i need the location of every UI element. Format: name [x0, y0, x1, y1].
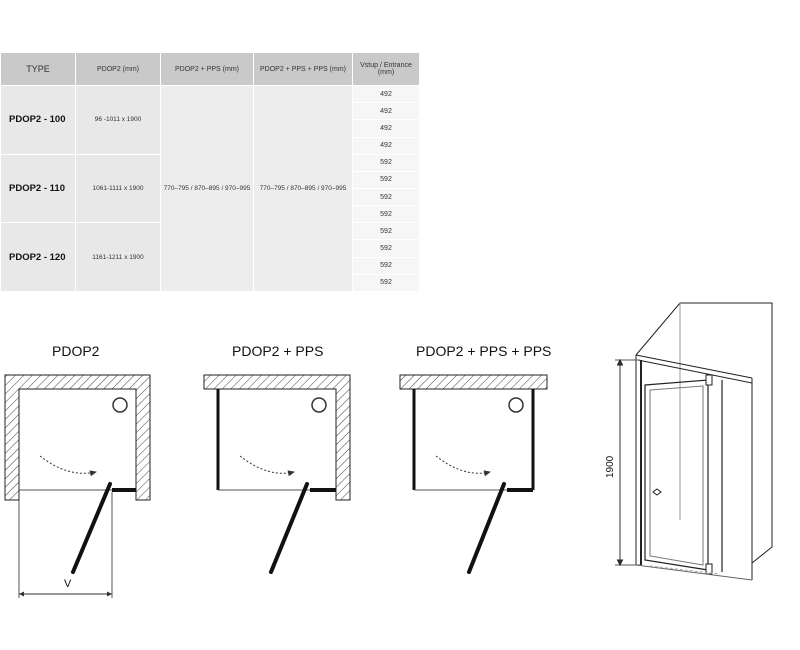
swing-arrow: [435, 455, 491, 477]
wall-back: [399, 374, 548, 390]
floor-line: [635, 564, 753, 581]
table-row: PDOP2 - 110 1061-1111 x 1900 592: [0, 153, 420, 224]
isometric-view: [615, 302, 773, 581]
door-glass: [649, 385, 704, 566]
diagram-pdop2-pps-pps: [399, 374, 548, 574]
table-header-row: TYPE PDOP2 (mm) PDOP2 + PPS (mm) PDOP2 +…: [0, 51, 420, 87]
diagram-title-pdop2-pps: PDOP2 + PPS: [232, 343, 324, 359]
type-cell: PDOP2 - 100: [0, 85, 76, 155]
type-cell: PDOP2 - 110: [0, 153, 76, 224]
door-leaf: [467, 482, 506, 574]
header-pdop2-pps: PDOP2 + PPS (mm): [160, 51, 254, 87]
wall-corner: [203, 374, 351, 501]
entrance-cell: 492: [352, 119, 420, 138]
entrance-cell: 492: [352, 102, 420, 121]
spec-table: TYPE PDOP2 (mm) PDOP2 + PPS (mm) PDOP2 +…: [0, 51, 420, 293]
arrow-up-icon: [616, 358, 624, 366]
drain-icon: [311, 397, 327, 413]
table-row: PDOP2 - 100 96 -1011 x 1900 770–795 / 87…: [0, 85, 420, 292]
header-type: TYPE: [0, 51, 76, 87]
dims-cell: 1161-1211 x 1900: [75, 222, 161, 292]
pps-range-cell: 770–795 / 870–895 / 970–995: [160, 85, 254, 292]
arrow-down-icon: [616, 559, 624, 567]
swing-arrow: [239, 455, 295, 477]
dims-cell: 96 -1011 x 1900: [75, 85, 161, 155]
table-row: PDOP2 - 120 1161-1211 x 1900 592: [0, 222, 420, 292]
diagram-title-pdop2: PDOP2: [52, 343, 100, 359]
top-rail-inner: [637, 359, 753, 384]
diagram-pdop2-pps: [203, 374, 351, 574]
entrance-cell: 592: [352, 205, 420, 224]
pps2-range-cell: 770–795 / 870–895 / 970–995: [253, 85, 353, 292]
entrance-label: V: [64, 578, 72, 590]
dims-cell: 1061-1111 x 1900: [75, 153, 161, 224]
entrance-cell: 592: [352, 153, 420, 172]
door-leaf: [71, 482, 112, 574]
drain-icon: [112, 397, 128, 413]
header-pdop2-pps-pps: PDOP2 + PPS + PPS (mm): [253, 51, 353, 87]
back-wall-outline: [635, 302, 773, 564]
entrance-cell: 492: [352, 85, 420, 104]
top-hinge-icon: [705, 374, 713, 386]
door-leaf: [269, 482, 309, 574]
arrow-left-icon: [19, 591, 24, 597]
entrance-cell: 592: [352, 273, 420, 293]
diagram-title-pdop2-pps-pps: PDOP2 + PPS + PPS: [416, 343, 552, 359]
drain-icon: [508, 397, 524, 413]
top-rail: [635, 354, 753, 379]
header-entrance: Vstup / Entrance (mm): [352, 51, 420, 87]
wall-niche: [4, 374, 151, 501]
threshold-line: [649, 565, 721, 575]
door-handle-icon: [652, 488, 662, 496]
swing-arrow: [39, 455, 97, 477]
arrow-right-icon: [107, 591, 112, 597]
diagram-pdop2: V: [4, 374, 151, 598]
entrance-cell: 592: [352, 239, 420, 258]
type-cell: PDOP2 - 120: [0, 222, 76, 292]
height-label: 1900: [605, 455, 616, 478]
door-panel: [644, 379, 709, 571]
